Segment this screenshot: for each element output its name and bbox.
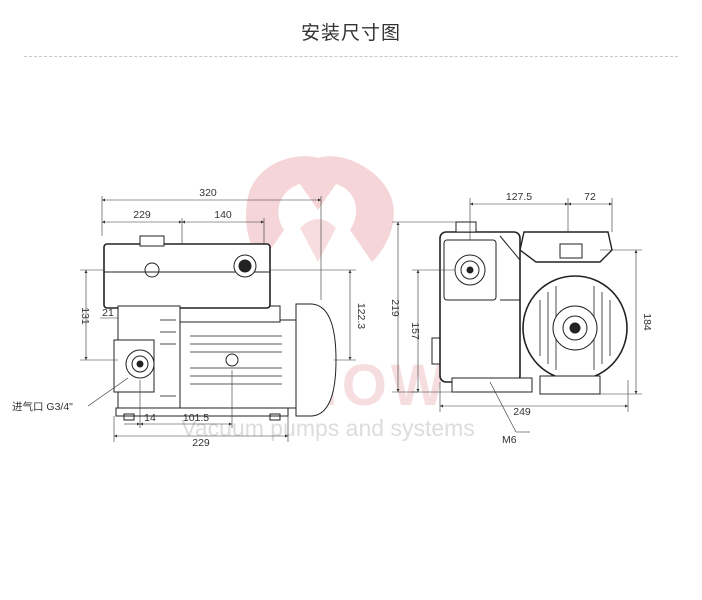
- dim-72: 72: [584, 191, 596, 203]
- dim-127: 127.5: [506, 191, 532, 203]
- dim-base-229: 229: [192, 437, 210, 449]
- dim-101: 101.5: [183, 412, 209, 424]
- page-title: 安装尺寸图: [300, 22, 401, 44]
- dim-height-122: 122.3: [355, 303, 367, 329]
- side-dimension-labels: 127.5 72 219 157 184 249 M6: [389, 191, 653, 446]
- dim-249: 249: [513, 406, 531, 418]
- side-view: [431, 221, 628, 395]
- dim-157: 157: [409, 322, 421, 340]
- dim-left-229: 229: [133, 209, 151, 221]
- title-divider: [24, 56, 678, 57]
- dim-14: 14: [144, 412, 156, 424]
- dim-184: 184: [641, 313, 653, 331]
- dim-21: 21: [102, 307, 114, 319]
- front-dimension-labels: 320 229 140 131 21 122.3 14 101.5 229 进气…: [12, 187, 367, 449]
- dim-height-131: 131: [79, 307, 91, 325]
- watermark-tagline: Vacuum pumps and systems: [181, 415, 475, 441]
- front-view: [103, 235, 337, 421]
- watermark-logo: [246, 156, 394, 262]
- dim-219: 219: [389, 299, 401, 317]
- dim-right-140: 140: [214, 209, 232, 221]
- thread-label: M6: [502, 434, 517, 446]
- front-dimension-lines: [80, 196, 356, 442]
- side-dimension-lines: [392, 198, 642, 433]
- dim-overall-length: 320: [199, 187, 217, 199]
- inlet-label: 进气口 G3/4": [12, 400, 73, 413]
